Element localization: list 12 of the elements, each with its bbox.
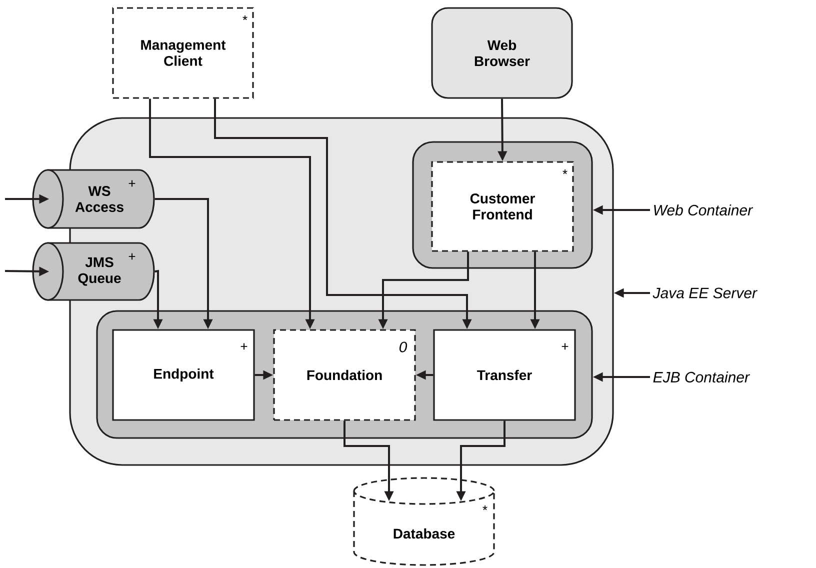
multiplicity-mark: 0: [400, 342, 408, 352]
multiplicity-mark: +: [128, 180, 136, 187]
container-label: Web Container: [654, 204, 754, 216]
multiplicity-mark: *: [562, 170, 568, 174]
multiplicity-mark: *: [482, 506, 488, 510]
multiplicity-mark: +: [128, 253, 136, 260]
multiplicity-mark: +: [240, 343, 248, 350]
multiplicity-mark: +: [562, 343, 568, 350]
container-label: Java EE Server: [652, 288, 758, 298]
container-label: EJB Container: [653, 372, 750, 382]
multiplicity-mark: *: [242, 16, 248, 20]
client-box: Web Browser: [431, 7, 573, 99]
